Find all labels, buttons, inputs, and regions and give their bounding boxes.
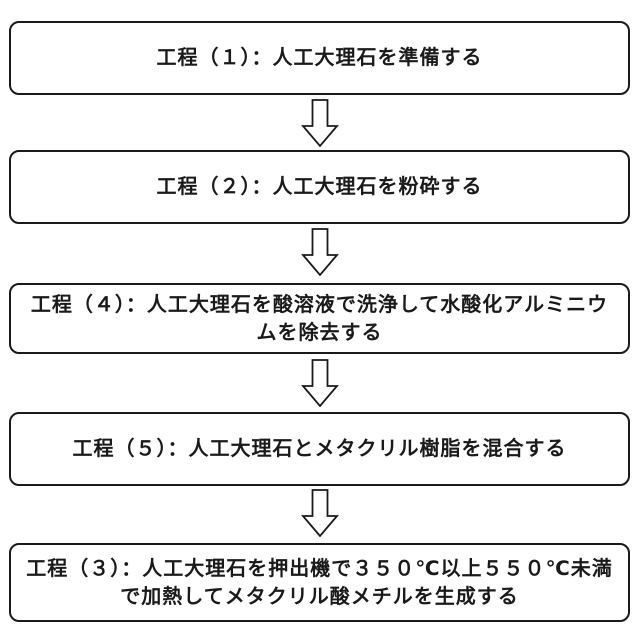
process-step-box-1: 工程（１）：人工大理石を準備する	[9, 21, 630, 95]
process-step-box-4: 工程（５）：人工大理石とメタクリル樹脂を混合する	[9, 412, 630, 486]
down-arrow-icon	[296, 359, 344, 407]
process-step-label-5: 工程（３）：人工大理石を押出機で３５０℃以上５５０℃未満で加熱してメタクリル酸メ…	[26, 557, 613, 608]
process-step-label-2: 工程（２）：人工大理石を粉砕する	[156, 176, 483, 198]
process-step-box-5: 工程（３）：人工大理石を押出機で３５０℃以上５５０℃未満で加熱してメタクリル酸メ…	[9, 543, 630, 622]
process-step-label-3: 工程（４）：人工大理石を酸溶液で洗浄して水酸化アルミニウムを除去する	[30, 293, 609, 344]
process-step-box-3: 工程（４）：人工大理石を酸溶液で洗浄して水酸化アルミニウムを除去する	[9, 283, 630, 354]
down-arrow-icon	[296, 99, 344, 147]
process-step-label-1: 工程（１）：人工大理石を準備する	[156, 47, 483, 69]
down-arrow-icon	[296, 489, 344, 537]
process-step-box-2: 工程（２）：人工大理石を粉砕する	[9, 150, 630, 224]
process-step-label-4: 工程（５）：人工大理石とメタクリル樹脂を混合する	[72, 438, 567, 460]
down-arrow-icon	[296, 228, 344, 276]
